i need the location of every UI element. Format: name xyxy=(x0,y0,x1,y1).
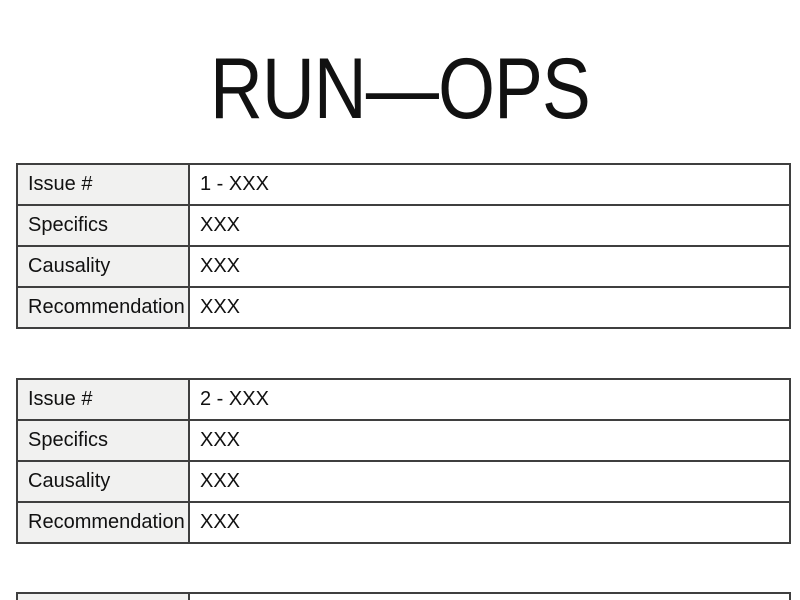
table-row: Issue # 1 - XXX xyxy=(16,163,791,206)
issue-table-3-partial xyxy=(16,592,791,600)
row-label-cell: Issue # xyxy=(16,378,190,421)
row-value-cell: XXX xyxy=(188,501,791,544)
issue-table-2: Issue # 2 - XXX Specifics XXX Causality … xyxy=(16,378,791,544)
row-value-cell: XXX xyxy=(188,419,791,462)
page-title: RUN—OPS xyxy=(210,41,591,137)
issue-table-1: Issue # 1 - XXX Specifics XXX Causality … xyxy=(16,163,791,329)
row-value-cell: 2 - XXX xyxy=(188,378,791,421)
table-row: Recommendation XXX xyxy=(16,286,791,329)
row-label-cell: Specifics xyxy=(16,204,190,247)
row-label-cell: Causality xyxy=(16,460,190,503)
table-row: Causality XXX xyxy=(16,245,791,288)
row-label-cell: Issue # xyxy=(16,163,190,206)
table-row: Issue # 2 - XXX xyxy=(16,378,791,421)
row-label-cell: Recommendation xyxy=(16,501,190,544)
table-row: Specifics XXX xyxy=(16,204,791,247)
row-label-cell: Specifics xyxy=(16,419,190,462)
table-row: Specifics XXX xyxy=(16,419,791,462)
table-row xyxy=(16,592,791,600)
row-label-cell: Recommendation xyxy=(16,286,190,329)
row-label-cell xyxy=(16,592,190,600)
row-value-cell: 1 - XXX xyxy=(188,163,791,206)
table-row: Causality XXX xyxy=(16,460,791,503)
row-value-cell xyxy=(188,592,791,600)
row-value-cell: XXX xyxy=(188,245,791,288)
row-value-cell: XXX xyxy=(188,460,791,503)
row-value-cell: XXX xyxy=(188,286,791,329)
row-label-cell: Causality xyxy=(16,245,190,288)
row-value-cell: XXX xyxy=(188,204,791,247)
table-row: Recommendation XXX xyxy=(16,501,791,544)
